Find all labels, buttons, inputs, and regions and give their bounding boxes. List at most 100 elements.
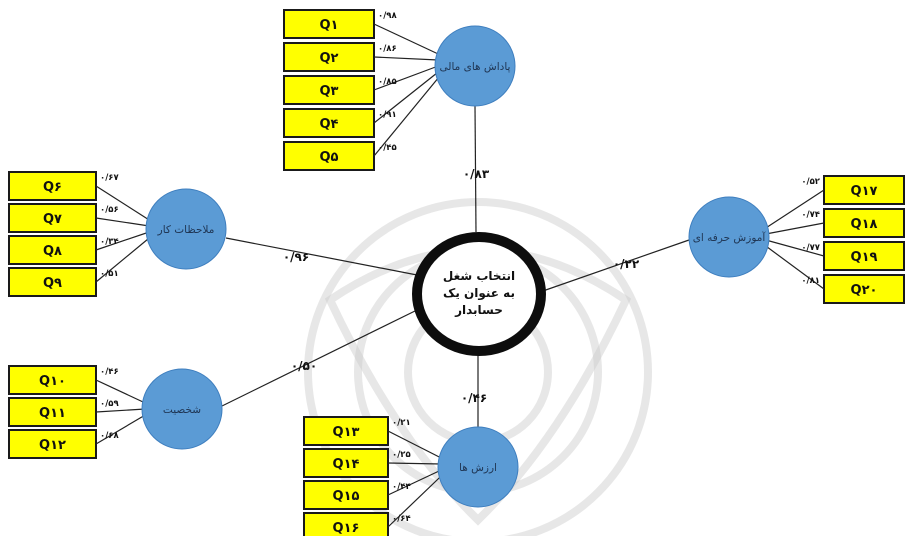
path-link-personality	[221, 309, 418, 407]
indicator-training-2: Q۱۸	[823, 208, 905, 238]
indicator-training-1: Q۱۷	[823, 175, 905, 205]
loading-link	[387, 475, 442, 528]
loading-value: ۰/۹۱	[378, 110, 397, 120]
center-label-line: انتخاب شغل	[443, 269, 515, 283]
indicator-label: Q۲۰	[851, 283, 878, 298]
loading-value: ۰/۵۱	[100, 269, 119, 279]
indicator-box	[303, 480, 389, 510]
path-coefficient-financial: ۰/۸۳	[463, 167, 490, 181]
loading-value: ۰/۵۶	[100, 205, 119, 215]
loading-value: ۰/۸۱	[801, 276, 820, 286]
indicator-label: Q۱۰	[39, 374, 66, 389]
indicator-label: Q۸	[43, 244, 62, 259]
path-link-work	[225, 237, 418, 276]
indicator-box	[823, 274, 905, 304]
indicator-box	[8, 397, 97, 427]
indicator-financial-2: Q۲	[283, 42, 375, 72]
loading-link	[765, 189, 825, 229]
indicator-label: Q۱۶	[333, 521, 360, 536]
indicator-box	[8, 203, 97, 233]
loading-link	[373, 56, 439, 61]
indicator-box	[8, 267, 97, 297]
indicator-label: Q۱۹	[851, 250, 878, 265]
indicator-values-4: Q۱۶	[303, 512, 389, 536]
indicator-financial-1: Q۱	[283, 9, 375, 39]
loading-value: ۰/۸۵	[378, 77, 397, 87]
loading-link	[95, 185, 150, 221]
construct-circle	[145, 188, 227, 270]
loading-link	[387, 462, 442, 465]
loading-value: ۰/۵۲	[801, 177, 820, 187]
construct-circle	[141, 368, 223, 450]
diagram-nodes: ۰/۸۳Q۱۰/۹۸Q۲۰/۸۶Q۳۰/۸۵Q۴۰/۹۱Q۵۰/۴۵پاداش …	[8, 9, 905, 536]
loading-link	[95, 379, 146, 404]
indicator-label: Q۱	[320, 18, 339, 33]
indicator-label: Q۲	[320, 51, 339, 66]
structural-links	[221, 105, 690, 427]
loading-value: ۰/۴۴	[392, 482, 411, 492]
indicator-label: Q۱۵	[333, 489, 360, 504]
indicator-label: Q۱۴	[333, 457, 360, 472]
indicator-label: Q۱۱	[39, 406, 66, 421]
indicator-personality-3: Q۱۲	[8, 429, 97, 459]
indicator-personality-2: Q۱۱	[8, 397, 97, 427]
indicator-values-3: Q۱۵	[303, 480, 389, 510]
indicator-label: Q۴	[320, 117, 339, 132]
construct-financial: ۰/۸۳Q۱۰/۹۸Q۲۰/۸۶Q۳۰/۸۵Q۴۰/۹۱Q۵۰/۴۵پاداش …	[283, 9, 516, 181]
indicator-box	[823, 175, 905, 205]
loading-link	[373, 23, 439, 55]
path-coefficient-training: ۰/۲۲	[613, 257, 640, 271]
path-coefficient-work: ۰/۹۶	[283, 250, 309, 264]
loading-link	[373, 77, 439, 157]
indicator-box	[8, 235, 97, 265]
indicator-label: Q۱۷	[851, 184, 878, 199]
loading-value: ۰/۶۸	[100, 431, 119, 441]
loading-value: ۰/۳۴	[100, 237, 119, 247]
construct-circle	[688, 196, 770, 278]
indicator-box	[8, 171, 97, 201]
indicator-box	[283, 108, 375, 138]
indicator-label: Q۱۲	[39, 438, 66, 453]
loading-link	[765, 222, 825, 235]
loading-link	[765, 245, 825, 290]
indicator-box	[303, 416, 389, 446]
indicator-financial-4: Q۴	[283, 108, 375, 138]
loading-value: ۰/۸۶	[378, 44, 397, 54]
indicator-box	[823, 241, 905, 271]
construct-circle	[437, 426, 519, 508]
indicator-training-4: Q۲۰	[823, 274, 905, 304]
construct-label: پاداش های مالی	[440, 61, 511, 73]
loading-link	[95, 237, 150, 283]
loading-link	[387, 430, 442, 459]
loading-value: ۰/۴۵	[378, 143, 397, 153]
indicator-label: Q۱۳	[333, 425, 360, 440]
indicator-work-1: Q۶	[8, 171, 97, 201]
loading-value: ۰/۲۵	[392, 450, 411, 460]
indicator-box	[8, 429, 97, 459]
indicator-label: Q۷	[43, 212, 62, 227]
path-link-financial	[474, 105, 477, 233]
loading-value: ۰/۵۹	[100, 399, 119, 409]
loading-link	[95, 231, 150, 251]
indicator-values-1: Q۱۳	[303, 416, 389, 446]
indicator-label: Q۶	[43, 180, 62, 195]
indicator-work-3: Q۸	[8, 235, 97, 265]
indicator-work-4: Q۹	[8, 267, 97, 297]
indicator-values-2: Q۱۴	[303, 448, 389, 478]
construct-label: ملاحظات کار	[157, 224, 215, 236]
indicator-work-2: Q۷	[8, 203, 97, 233]
loading-value: ۰/۹۸	[378, 11, 397, 21]
indicator-box	[283, 9, 375, 39]
construct-label: آموزش حرفه ای	[693, 231, 767, 244]
indicator-box	[283, 42, 375, 72]
loading-link	[765, 239, 825, 257]
loading-value: ۰/۲۱	[392, 418, 411, 428]
loading-value: ۰/۷۴	[801, 210, 820, 220]
indicator-training-3: Q۱۹	[823, 241, 905, 271]
indicator-label: Q۵	[320, 150, 339, 165]
loading-value: ۰/۷۷	[801, 243, 820, 253]
loading-link	[95, 414, 146, 445]
